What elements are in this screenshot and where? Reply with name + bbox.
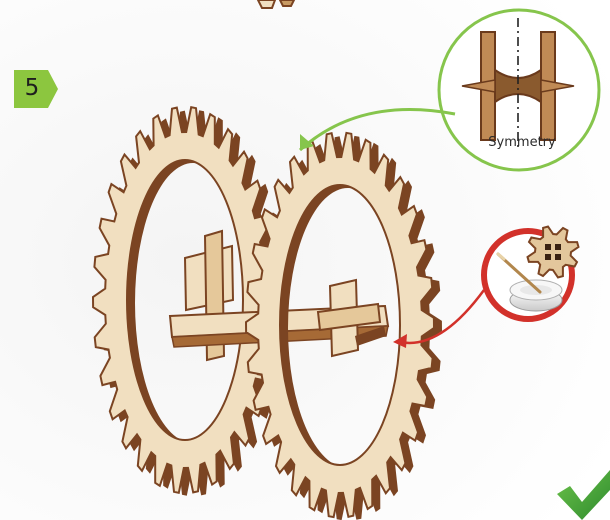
step-number: 5: [14, 75, 50, 101]
symmetry-label: Symmetry: [476, 135, 568, 150]
small-gear-hole: [555, 254, 561, 260]
small-gear-hole: [555, 244, 561, 250]
small-gear-hole: [545, 254, 551, 260]
step-badge: 5: [14, 70, 58, 108]
small-gear-hole: [545, 244, 551, 250]
